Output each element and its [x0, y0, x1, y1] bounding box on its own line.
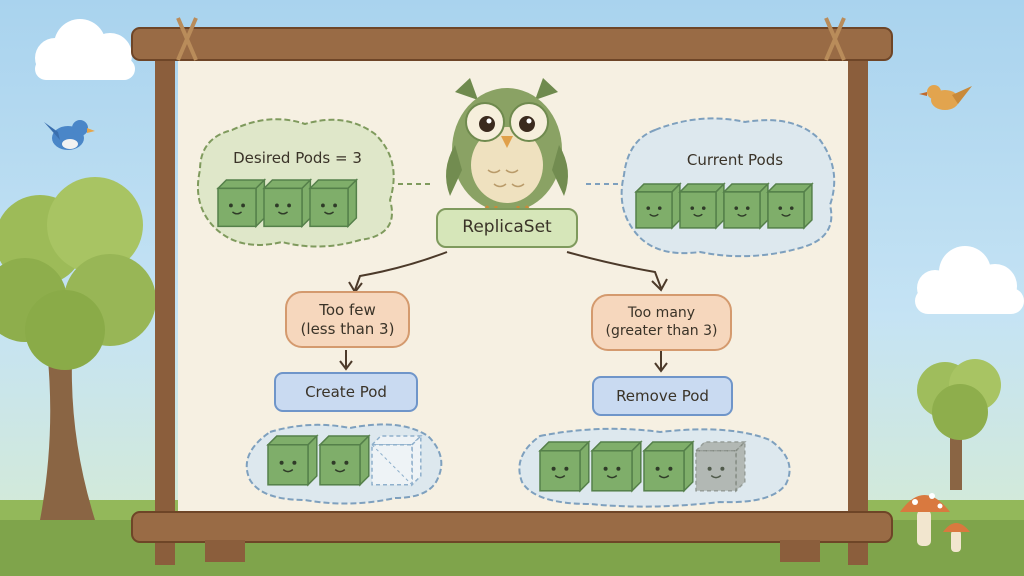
pod-cube-icon: [722, 182, 770, 230]
current-pods: [634, 182, 814, 230]
replicaset-box: [436, 208, 578, 248]
tree-icon: [0, 177, 156, 520]
too-few-label: Too few (less than 3): [300, 300, 395, 338]
mushroom-icon: [900, 493, 950, 546]
pod-cube-icon: [308, 178, 359, 229]
mushroom-icon: [943, 523, 970, 552]
pod-cube-icon: [694, 440, 747, 493]
create-result-pods: [266, 434, 423, 487]
connectors: [339, 183, 668, 373]
create-pod-box: [274, 372, 418, 412]
cloud-icon: [35, 19, 135, 80]
create-pod-label: Create Pod: [305, 382, 387, 401]
remove-result-pods: [538, 440, 747, 493]
pod-cube-icon: [318, 434, 371, 487]
arrow-to-too-few: [354, 251, 448, 291]
arrow-to-too-many: [566, 251, 662, 289]
owl-mascot: [446, 78, 568, 215]
pod-cube-icon: [216, 178, 267, 229]
too-few-box: [285, 291, 410, 348]
pod-cube-icon: [538, 440, 591, 493]
remove-pod-label: Remove Pod: [616, 386, 709, 405]
pod-cube-icon: [634, 182, 682, 230]
too-many-box: [591, 294, 732, 351]
desired-pods-label: Desired Pods = 3: [233, 148, 362, 167]
bird-icon: [44, 120, 95, 150]
pod-cube-icon: [590, 440, 643, 493]
replicaset-label: ReplicaSet: [462, 217, 552, 238]
pod-cube-icon: [678, 182, 726, 230]
pod-cube-icon: [642, 440, 695, 493]
current-pods-label: Current Pods: [686, 150, 784, 169]
tree-icon: [917, 359, 1001, 490]
desired-pods: [216, 178, 359, 229]
pod-cube-icon: [266, 434, 319, 487]
bird-icon: [919, 85, 972, 110]
remove-pod-box: [592, 376, 733, 416]
too-many-label: Too many (greater than 3): [605, 305, 718, 339]
cloud-icon: [915, 246, 1024, 314]
pod-cube-icon: [766, 182, 814, 230]
pod-cube-icon: [262, 178, 313, 229]
pod-cube-icon: [370, 434, 423, 487]
